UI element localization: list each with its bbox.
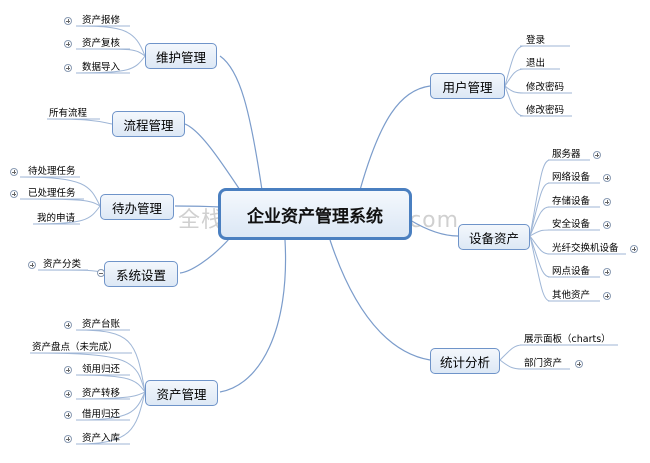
- branch-tongji[interactable]: 统计分析: [430, 348, 500, 374]
- leaf-lingyong-guihuan[interactable]: 领用归还: [82, 364, 121, 375]
- leaf-tuichu[interactable]: 退出: [526, 58, 546, 69]
- leaf-anquan-shebei[interactable]: 安全设备: [552, 219, 591, 230]
- expand-icon[interactable]: [603, 174, 611, 182]
- leaf-zichan-ruku[interactable]: 资产入库: [82, 433, 121, 444]
- collapse-icon[interactable]: [97, 269, 105, 277]
- leaf-qita-zichan[interactable]: 其他资产: [552, 290, 591, 301]
- expand-icon[interactable]: [64, 435, 72, 443]
- leaf-wangluo-shebei[interactable]: 网络设备: [552, 172, 591, 183]
- leaf-shuju-daoru[interactable]: 数据导入: [82, 62, 121, 73]
- leaf-yichuli-renwu[interactable]: 已处理任务: [28, 188, 76, 199]
- leaf-wangdian-shebei[interactable]: 网点设备: [552, 266, 591, 277]
- expand-icon[interactable]: [64, 366, 72, 374]
- leaf-zichan-pandian[interactable]: 资产盘点（未完成）: [32, 342, 118, 353]
- expand-icon[interactable]: [28, 261, 36, 269]
- expand-icon[interactable]: [64, 411, 72, 419]
- branch-liucheng[interactable]: 流程管理: [112, 111, 185, 137]
- leaf-denglu[interactable]: 登录: [526, 35, 546, 46]
- leaf-zichan-zhuanyi[interactable]: 资产转移: [82, 388, 121, 399]
- branch-shebei[interactable]: 设备资产: [458, 224, 530, 250]
- branch-zichan[interactable]: 资产管理: [145, 380, 218, 406]
- expand-icon[interactable]: [630, 245, 638, 253]
- leaf-zichan-taizhang[interactable]: 资产台账: [82, 319, 121, 330]
- leaf-cunchu-shebei[interactable]: 存储设备: [552, 196, 591, 207]
- leaf-zichan-fuhe[interactable]: 资产复核: [82, 38, 121, 49]
- expand-icon[interactable]: [603, 268, 611, 276]
- leaf-fuwuqi[interactable]: 服务器: [552, 149, 581, 160]
- expand-icon[interactable]: [64, 40, 72, 48]
- expand-icon[interactable]: [64, 17, 72, 25]
- leaf-wode-shenqing[interactable]: 我的申请: [37, 213, 76, 224]
- branch-yonghu[interactable]: 用户管理: [430, 73, 505, 99]
- branch-daiban[interactable]: 待办管理: [100, 194, 174, 220]
- leaf-zichan-baoxiu[interactable]: 资产报修: [82, 15, 121, 26]
- expand-icon[interactable]: [603, 198, 611, 206]
- expand-icon[interactable]: [603, 292, 611, 300]
- leaf-suoyou-liucheng[interactable]: 所有流程: [49, 108, 88, 119]
- center-node[interactable]: 企业资产管理系统: [218, 188, 412, 240]
- leaf-xiugai-mima[interactable]: 修改密码: [526, 82, 565, 93]
- leaf-bumen-zichan[interactable]: 部门资产: [524, 358, 563, 369]
- leaf-guangxian-jiaohuanji[interactable]: 光纤交换机设备: [552, 243, 619, 254]
- expand-icon[interactable]: [593, 151, 601, 159]
- expand-icon[interactable]: [64, 390, 72, 398]
- branch-xitong[interactable]: 系统设置: [104, 261, 178, 287]
- expand-icon[interactable]: [575, 360, 583, 368]
- expand-icon[interactable]: [603, 221, 611, 229]
- leaf-zhanshi-mianban[interactable]: 展示面板（charts）: [524, 334, 611, 345]
- leaf-jieyong-guihuan[interactable]: 借用归还: [82, 409, 121, 420]
- expand-icon[interactable]: [64, 64, 72, 72]
- expand-icon[interactable]: [10, 168, 18, 176]
- leaf-zichan-fenlei[interactable]: 资产分类: [43, 259, 82, 270]
- expand-icon[interactable]: [10, 190, 18, 198]
- leaf-daichuli-renwu[interactable]: 待处理任务: [28, 166, 76, 177]
- branch-weihu[interactable]: 维护管理: [145, 43, 217, 69]
- leaf-xiugai-mima-2[interactable]: 修改密码: [526, 105, 565, 116]
- expand-icon[interactable]: [64, 321, 72, 329]
